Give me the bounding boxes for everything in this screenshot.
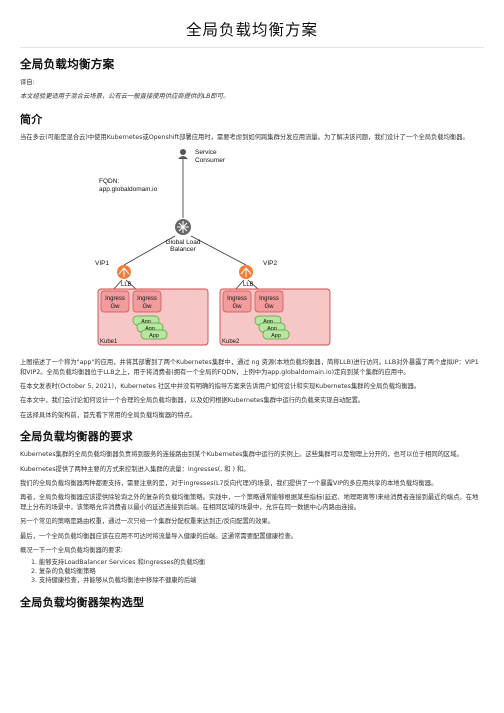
- service-consumer-label-1: Service: [195, 149, 217, 156]
- heading-intro: 简介: [20, 112, 43, 126]
- intro-note: 本文经验更适用于混合云场景，公有云一般直接使用供应商提供的LB即可。: [20, 93, 230, 101]
- gw-label: Gw: [143, 304, 153, 310]
- list-item: 支持健康检查，并能够从负载均衡池中移除不健康的后端: [39, 576, 484, 585]
- app-label: App: [267, 326, 277, 332]
- architecture-diagram: Service Consumer FQDN: app.globaldomain.…: [95, 149, 331, 346]
- paragraph-article-date: 在本文发表时(October 5, 2021)，Kubernetes 社区中并没…: [20, 383, 421, 391]
- service-consumer-label-2: Consumer: [195, 157, 226, 164]
- section-title: 全局负载均衡方案: [20, 57, 115, 71]
- ingress-gateway: [100, 290, 130, 313]
- list-item: 复杂的负载均衡策略: [39, 567, 484, 576]
- gw-label: Gw: [111, 304, 121, 310]
- title-divider: [20, 47, 484, 48]
- fqdn-label: FQDN:: [99, 178, 119, 185]
- llb1-label: LLB: [121, 282, 132, 288]
- app-label: App: [149, 333, 159, 339]
- paragraph-req-5: 另一个常见的策略是路由权重，通过一次只给一个集群分配权重来达到正/反向配置的效果…: [20, 518, 274, 526]
- kube1-label: Kube1: [100, 339, 118, 345]
- ingress-gateway: [132, 290, 162, 313]
- global-load-balancer-icon: [175, 219, 191, 236]
- ingress-label: Ingress: [259, 296, 279, 302]
- app-pod: [140, 329, 168, 340]
- vip1-label: VIP1: [95, 260, 109, 267]
- user-icon: [178, 149, 188, 160]
- vip2-label: VIP2: [263, 260, 277, 267]
- local-load-balancer-icon: [117, 265, 131, 280]
- app-pod: [262, 329, 290, 340]
- ingress-label: Ingress: [227, 296, 247, 302]
- app-label: App: [271, 333, 281, 339]
- local-load-balancer-icon: [239, 265, 253, 280]
- paragraph-req-3: 我们的全局负载均衡器两种都要支持，需要注意的是，对于ingresses(L7反向…: [20, 480, 438, 488]
- paragraph-summary: 概况一下一个全局负载均衡器的要求:: [20, 547, 123, 555]
- heading-requirements: 全局负载均衡器的要求: [20, 430, 133, 444]
- gw-label: Gw: [233, 304, 243, 310]
- app-label: App: [145, 326, 155, 332]
- paragraph-req-2: Kubernetes提供了两种主要的方式来控制进入集群的流量：Ingresses…: [20, 465, 250, 473]
- paragraph-req-1: Kubernetes集群的全局负载均衡器负责将到服务的连接路由到某个Kubern…: [20, 451, 463, 459]
- cluster-kube1: Ingress Gw Ingress Gw App App App Kube1: [97, 288, 209, 346]
- paragraph-choose: 在选择具体的架构前，首先看下常用的全局负载均衡器的特点。: [20, 411, 197, 419]
- page-title: 全局负载均衡方案: [185, 21, 318, 39]
- ingress-label: Ingress: [137, 296, 157, 302]
- app-label: App: [263, 319, 273, 325]
- paragraph-intro: 当在多云(可能是混合云)中使用Kubernetes或Openshift部署应用时…: [20, 133, 469, 141]
- paragraph-discussion: 在本文中，我们会讨论如何设计一个合理的全局负载均衡器，以及如何根据Kuberne…: [20, 397, 365, 405]
- list-item: 能够支持LoadBalancer Services 和Ingresses的负载均…: [39, 558, 484, 567]
- requirements-list: 能够支持LoadBalancer Services 和Ingresses的负载均…: [20, 558, 484, 586]
- ingress-gateway: [254, 290, 284, 313]
- paragraph-diagram-description: 上图描述了一个称为"app"的应用，并将其部署到了两个Kubernetes集群中…: [20, 359, 479, 376]
- paragraph-req-6: 最后，一个全局负载均衡器应该在应用不可达时将流量导入健康的后端。这通常需要配置健…: [20, 532, 298, 540]
- ingress-label: Ingress: [105, 296, 125, 302]
- app-label: App: [141, 319, 151, 325]
- heading-architecture: 全局负载均衡器架构选型: [20, 595, 145, 609]
- gw-label: Gw: [265, 304, 275, 310]
- glb-label-1: Global Load: [165, 239, 200, 246]
- cluster-kube2: Ingress Gw Ingress Gw App App App Kube2: [219, 288, 331, 346]
- glb-label-2: Balancer: [170, 246, 196, 253]
- fqdn-value: app.globaldomain.io: [99, 186, 158, 193]
- ingress-gateway: [222, 290, 252, 313]
- translator-label: 译自:: [20, 79, 35, 86]
- paragraph-req-4: 再者，全局负载均衡器应该提供除轮询之外的复杂的负载均衡策略。实践中，一个策略通常…: [20, 494, 479, 511]
- llb2-label: LLB: [243, 282, 254, 288]
- kube2-label: Kube2: [222, 339, 240, 345]
